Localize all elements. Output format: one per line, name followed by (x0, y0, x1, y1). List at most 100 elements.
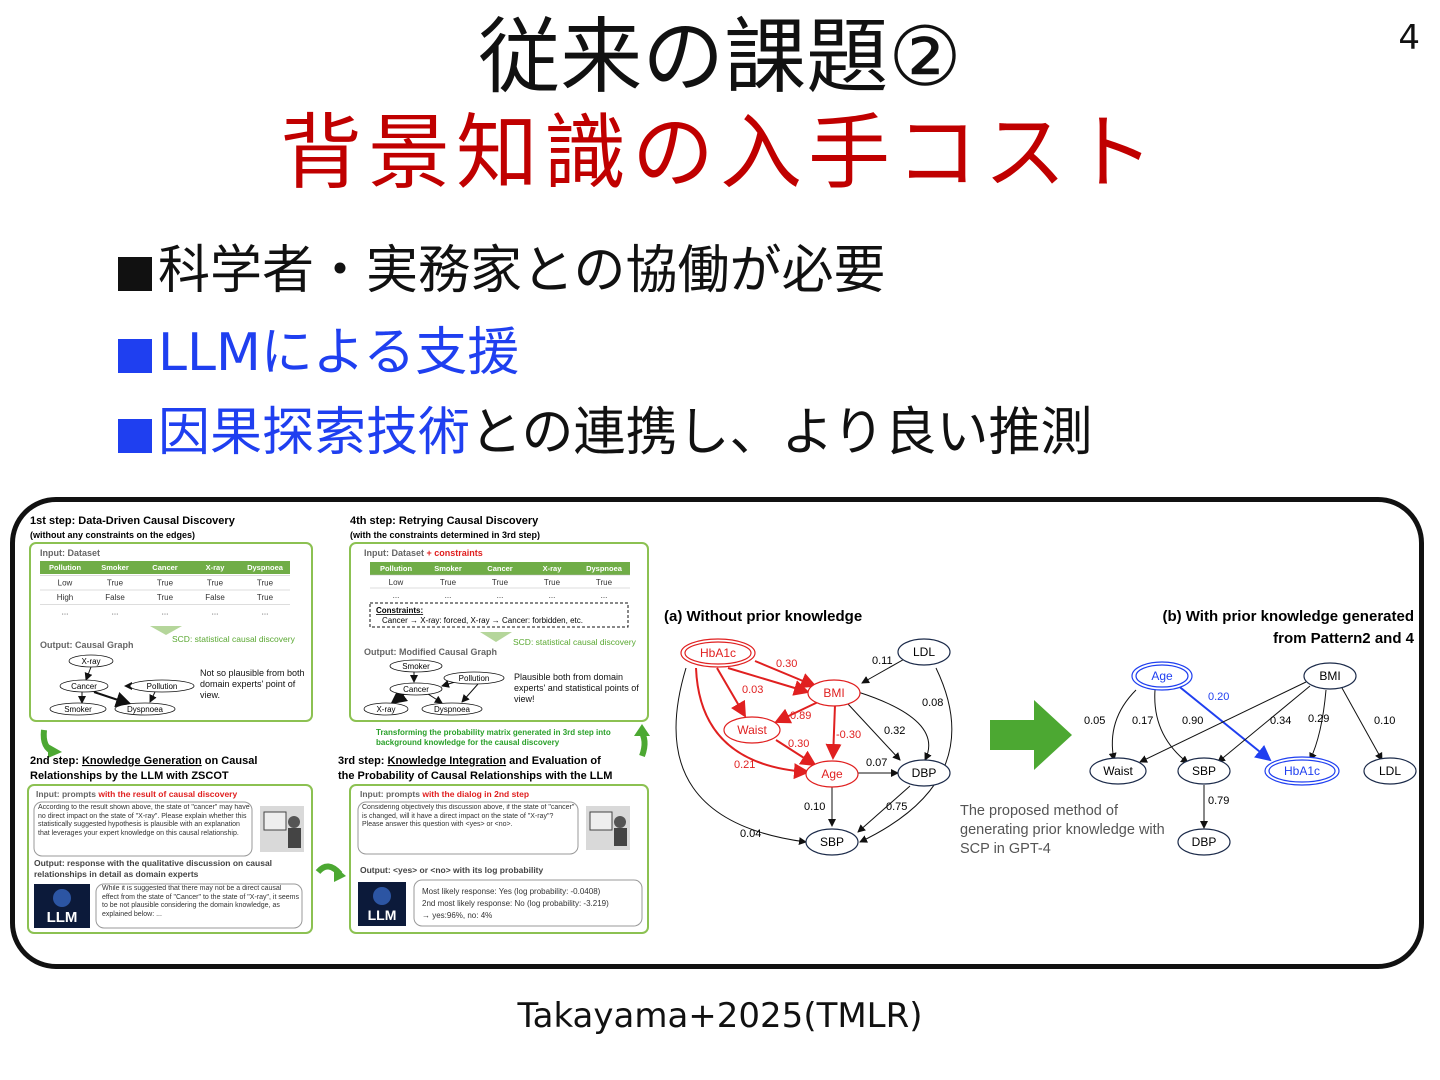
table-cell: True (257, 593, 274, 602)
edge-label: 0.03 (742, 684, 763, 696)
edge-label: -0.30 (836, 729, 861, 741)
panel-b-title-line2: from Pattern2 and 4 (1273, 630, 1415, 647)
table-header-cell: Dyspnoea (247, 563, 284, 572)
step1-note: Not so plausible from both domain expert… (200, 668, 305, 700)
graph-node (443, 671, 505, 685)
step2-prompt: According to the result shown above, the… (38, 804, 250, 837)
bullet-item: 因果探索技術との連携し、より良い推測 (118, 398, 1092, 468)
bullet-text: との連携し、より良い推測 (470, 403, 1093, 463)
table-cell: ... (62, 608, 69, 617)
graph-node-label: BMI (1319, 669, 1340, 683)
down-arrow-icon (150, 626, 182, 635)
graph-node-label: Smoker (64, 705, 92, 714)
table-cell: False (205, 593, 225, 602)
step4-graph: Smoker Pollution Cancer X-ray Dyspnoea (363, 659, 505, 716)
table-cell: High (57, 593, 73, 602)
graph-node-waist (723, 716, 781, 744)
bullet-square-icon (118, 257, 152, 291)
step4-scd-label: SCD: statistical causal discovery (513, 637, 637, 647)
slide-title: 従来の課題② (478, 10, 962, 105)
graph-node-label: X-ray (376, 705, 395, 714)
graph-node-label: X-ray (81, 657, 100, 666)
curved-arrow-head-icon (634, 724, 650, 736)
graph-node-ldl (1363, 757, 1417, 785)
graph-node-bmi (1303, 662, 1357, 690)
edge-label: 0.21 (734, 759, 755, 771)
bullet-square-icon (118, 339, 152, 373)
graph-node (114, 702, 176, 716)
edge-label: 0.08 (922, 697, 943, 709)
constraints-box (369, 602, 629, 628)
step4-note: Plausible both from domain experts' and … (514, 672, 639, 704)
graph-node-age (805, 760, 859, 788)
graph-node-label: Smoker (402, 662, 430, 671)
bullet-item: 科学者・実務家との協働が必要 (118, 236, 885, 306)
edge-label: 0.04 (740, 828, 761, 840)
graph-node (389, 682, 443, 696)
edge-label: 0.32 (884, 725, 905, 737)
table-header-cell: X-ray (206, 563, 226, 572)
edge-label: 0.79 (1208, 795, 1229, 807)
table-cell: True (157, 579, 174, 588)
graph-node-label: Waist (1103, 764, 1133, 778)
right-arrow-icon (990, 700, 1072, 770)
curved-arrow-head-icon (334, 866, 346, 882)
bullet-text: LLMによる支援 (158, 323, 520, 383)
table-cell: ... (393, 591, 400, 600)
graph-node-waist (1089, 757, 1147, 785)
table-cell: Low (58, 579, 73, 588)
graph-node-ldl (897, 638, 951, 666)
step2-title-line2: Relationships by the LLM with ZSCOT (30, 770, 229, 782)
slide-subtitle: 背景知識の入手コスト (279, 106, 1160, 201)
step4-output-label: Output: Modified Causal Graph (364, 647, 497, 657)
graph-node-label: Cancer (403, 685, 429, 694)
edge-label: 0.05 (1084, 715, 1105, 727)
step2-response: While it is suggested that there may not… (102, 885, 299, 918)
svg-text:LLM: LLM (47, 909, 78, 926)
table-cell: ... (162, 608, 169, 617)
graph-node-ring (684, 641, 752, 665)
step4-panel: 4th step: Retrying Causal Discovery (wit… (349, 515, 649, 722)
edge-label: 0.17 (1132, 715, 1153, 727)
graph-node (389, 659, 443, 673)
edge-label: 0.34 (1270, 715, 1291, 727)
citation: Takayama+2025(TMLR) (517, 996, 923, 1036)
step3-panel: 3rd step: Knowledge Integration and Eval… (338, 755, 649, 934)
response-bubble (413, 879, 643, 927)
graph-node-hba1c (1264, 756, 1340, 786)
prompt-bubble (357, 801, 579, 855)
panel-b-graph: (b) With prior knowledge generated from … (1084, 608, 1417, 856)
table-cell: True (207, 579, 224, 588)
step3-prompt: Considering objectively this discussion … (362, 804, 574, 828)
graph-node-label: Pollution (459, 674, 490, 683)
table-cell: Low (389, 578, 404, 587)
graph-node-sbp (1177, 757, 1231, 785)
down-arrow-icon (480, 632, 512, 642)
proposed-method-note: The proposed method of generating prior … (960, 803, 1165, 857)
table-cell: ... (212, 608, 219, 617)
response-bubble (95, 883, 303, 929)
bullet-text-highlight: 因果探索技術 (158, 403, 471, 463)
transform-note: Transforming the probability matrix gene… (376, 728, 611, 747)
table-header-cell: Dyspnoea (586, 564, 623, 573)
graph-node (421, 702, 483, 716)
table-cell: True (492, 578, 509, 587)
figure-frame (10, 497, 1424, 969)
bullet-item: LLMによる支援 (118, 318, 519, 388)
table-cell: ... (445, 591, 452, 600)
user-at-computer-icon (260, 806, 304, 852)
table-cell: ... (601, 591, 608, 600)
panel-a-graph: (a) Without prior knowledge HbA1c LDL BM… (664, 608, 953, 856)
graph-node-label: Dyspnoea (434, 705, 471, 714)
table-cell: ... (497, 591, 504, 600)
step2-input-label: Input: prompts with the result of causal… (36, 789, 237, 799)
step1-subtitle: (without any constraints on the edges) (30, 530, 195, 540)
table-cell: True (257, 579, 274, 588)
table-cell: False (105, 593, 125, 602)
graph-node-label: Pollution (147, 682, 178, 691)
graph-node-label: DBP (912, 766, 937, 780)
graph-node-label: HbA1c (1284, 764, 1320, 778)
panel-b-title: (b) With prior knowledge generated (1162, 608, 1414, 625)
